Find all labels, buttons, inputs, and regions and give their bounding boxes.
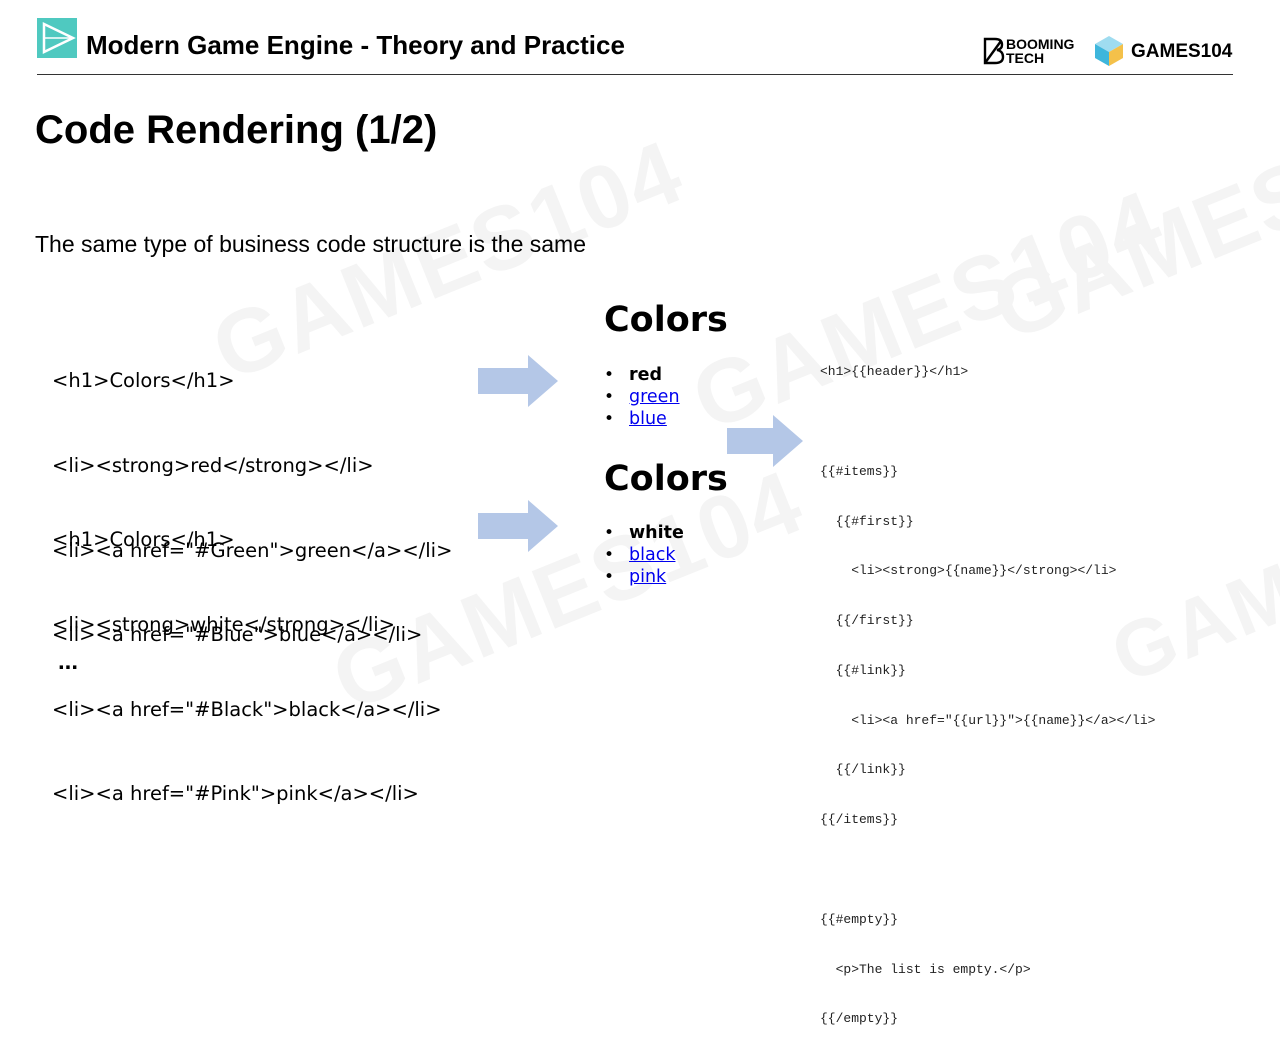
slide-subtitle: The same type of business code structure… [35,231,586,257]
rendered-list: red green blue [604,364,680,430]
list-item: white [604,522,684,544]
games104-cube-icon [1093,34,1125,73]
code-line: <h1>Colors</h1> [52,369,235,393]
list-item-link[interactable]: pink [629,567,667,587]
template-line: <li><strong>{{name}}</strong></li> [820,563,1117,579]
brand-booming-tech: BOOMING TECH [1006,37,1074,65]
template-line: ​ [820,862,1155,879]
code-line: <h1>Colors</h1> [52,528,235,552]
list-item: blue [604,408,680,430]
arrow-right-icon [478,355,558,407]
list-item: red [604,364,680,386]
template-line: {{#first}} [820,513,914,529]
list-item-strong: white [629,523,684,543]
list-item: pink [604,566,684,588]
code-line: <li><a href="#Green">green</a></li> [52,538,453,562]
template-line: {{#empty}} [820,911,899,927]
code-line: <li><a href="#Black">black</a></li> [52,697,442,721]
template-line: <h1>{{header}}</h1> [820,364,969,380]
template-line: ​ [820,414,1155,431]
code-line: <li><strong>white</strong></li> [52,613,396,637]
rendered-heading: Colors [604,300,728,340]
rendered-list: white black pink [604,522,684,588]
code-line: <li><a href="#Pink">pink</a></li> [52,782,419,806]
template-line: {{#link}} [820,662,906,678]
list-item: green [604,386,680,408]
brand-line-1: BOOMING [1006,36,1075,52]
list-item: black [604,544,684,566]
list-item-link[interactable]: blue [629,409,667,429]
html-code-block: <h1>Colors</h1> <li><strong>white</stron… [52,470,442,837]
template-line: <li><a href="{{url}}">{{name}}</a></li> [820,712,1156,728]
list-item-link[interactable]: black [629,545,676,565]
html-code-block: <h1>Colors</h1> <li><strong>red</strong>… [52,311,452,678]
code-line: <li><strong>red</strong></li> [52,454,374,478]
list-item-strong: red [629,365,663,385]
ellipsis: ... [58,648,79,675]
slide-title: Code Rendering (1/2) [35,108,438,152]
brand-games104: GAMES104 [1131,41,1233,62]
template-line: {{#items}} [820,463,899,479]
template-line: {{/link}} [820,762,906,778]
template-line: <p>The list is empty.</p> [820,961,1031,977]
template-line: {{/empty}} [820,1011,899,1027]
brand-line-2: TECH [1006,50,1045,66]
watermark: GAMES104 [979,81,1280,361]
template-line: {{/first}} [820,613,914,629]
template-line: {{/items}} [820,812,899,828]
list-item-link[interactable]: green [629,387,680,407]
play-triangle-icon [37,18,77,58]
arrow-right-icon [478,500,558,552]
header-title: Modern Game Engine - Theory and Practice [86,30,625,60]
booming-tech-logo-icon [983,37,1005,70]
code-line: <li><a href="#Blue">blue</a></li> [52,623,423,647]
rendered-heading: Colors [604,459,728,499]
header-divider [37,74,1233,75]
arrow-right-icon [727,415,803,467]
mustache-template: <h1>{{header}}</h1> ​ {{#items}} {{#firs… [820,331,1155,1045]
